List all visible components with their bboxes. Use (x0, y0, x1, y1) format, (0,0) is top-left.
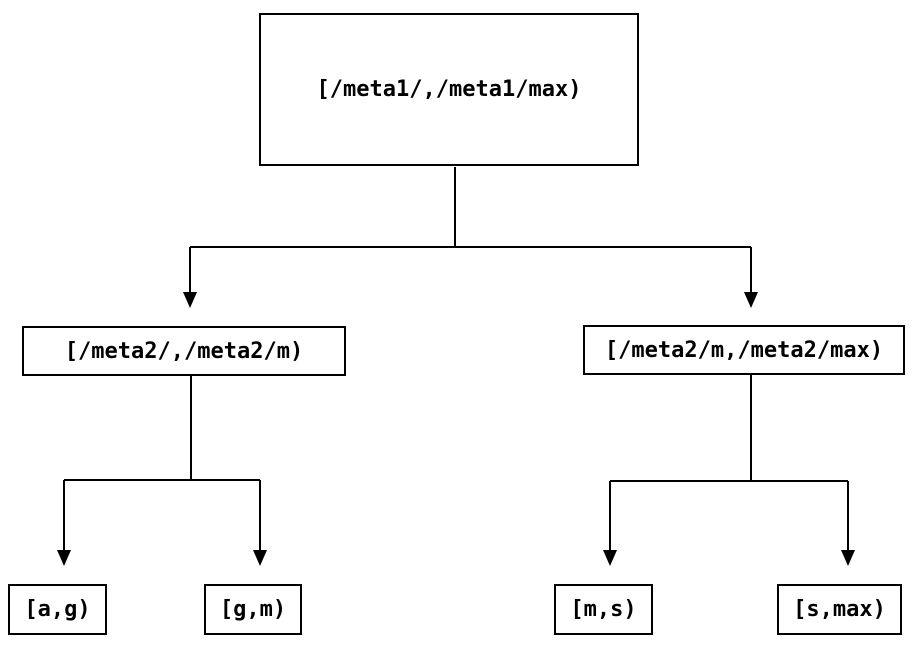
tree-leaf-m-s: [m,s) (554, 584, 653, 635)
tree-leaf-a-g-label: [a,g) (24, 597, 91, 622)
connector-left-fork (63, 376, 261, 551)
tree-node-root-label: [/meta1/,/meta1/max) (316, 77, 582, 102)
tree-leaf-g-m-label: [g,m) (219, 597, 287, 622)
arrowhead-to-leaf-gm (253, 550, 267, 566)
arrowhead-to-right-node (744, 292, 758, 308)
tree-leaf-m-s-label: [m,s) (570, 597, 637, 622)
arrowhead-to-leaf-smax (841, 550, 855, 566)
tree-leaf-a-g: [a,g) (8, 584, 107, 635)
tree-node-meta2-right: [/meta2/m,/meta2/max) (583, 325, 905, 375)
tree-node-meta2-left-label: [/meta2/,/meta2/m) (64, 338, 304, 364)
tree-node-meta2-left: [/meta2/,/meta2/m) (22, 326, 346, 376)
tree-node-meta2-right-label: [/meta2/m,/meta2/max) (604, 337, 884, 363)
arrowhead-to-left-node (183, 292, 197, 308)
connector-root-fork (189, 167, 752, 293)
connector-right-fork (609, 375, 849, 551)
tree-leaf-g-m: [g,m) (204, 584, 302, 635)
arrowhead-to-leaf-ag (57, 550, 71, 566)
tree-node-root: [/meta1/,/meta1/max) (259, 13, 639, 166)
tree-leaf-s-max-label: [s,max) (793, 597, 886, 622)
tree-leaf-s-max: [s,max) (777, 584, 902, 635)
arrowhead-to-leaf-ms (603, 550, 617, 566)
